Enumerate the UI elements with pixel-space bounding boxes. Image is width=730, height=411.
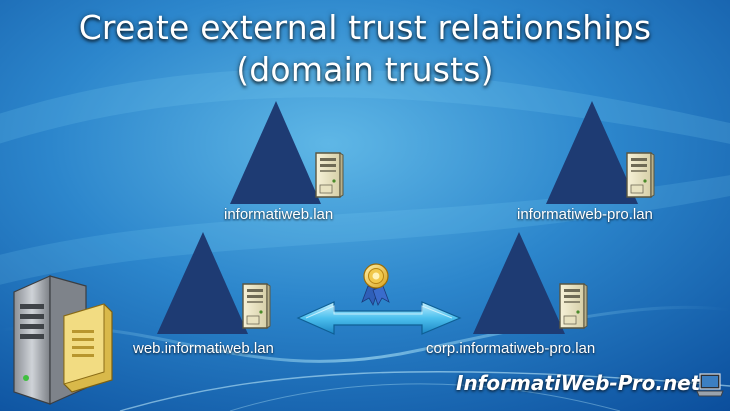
domain-label-web-informatiweb-lan: web.informatiweb.lan bbox=[133, 340, 274, 357]
server-icon bbox=[315, 152, 344, 198]
server-icon bbox=[559, 283, 588, 329]
page-title-line-1: Create external trust relationships bbox=[78, 8, 652, 47]
site-watermark: InformatiWeb-Pro.net bbox=[456, 371, 701, 395]
two-way-arrow-icon bbox=[296, 301, 462, 335]
domain-label-corp-informatiweb-pro-lan: corp.informatiweb-pro.lan bbox=[426, 340, 596, 357]
server-icon bbox=[242, 283, 271, 329]
domain-triangle-informatiweb-lan bbox=[230, 101, 321, 204]
laptop-icon bbox=[696, 373, 724, 397]
page-title-line-2: (domain trusts) bbox=[236, 50, 494, 89]
server-icon bbox=[626, 152, 655, 198]
domain-triangle-web-informatiweb-lan bbox=[157, 232, 248, 334]
domain-label-informatiweb-pro-lan: informatiweb-pro.lan bbox=[517, 206, 653, 223]
domain-triangle-corp-informatiweb-pro-lan bbox=[473, 232, 565, 334]
domain-triangle-informatiweb-pro-lan bbox=[546, 101, 638, 204]
domain-label-informatiweb-lan: informatiweb.lan bbox=[224, 206, 334, 223]
server-with-disk-icon bbox=[13, 275, 113, 405]
certificate-ribbon-icon bbox=[361, 263, 390, 306]
